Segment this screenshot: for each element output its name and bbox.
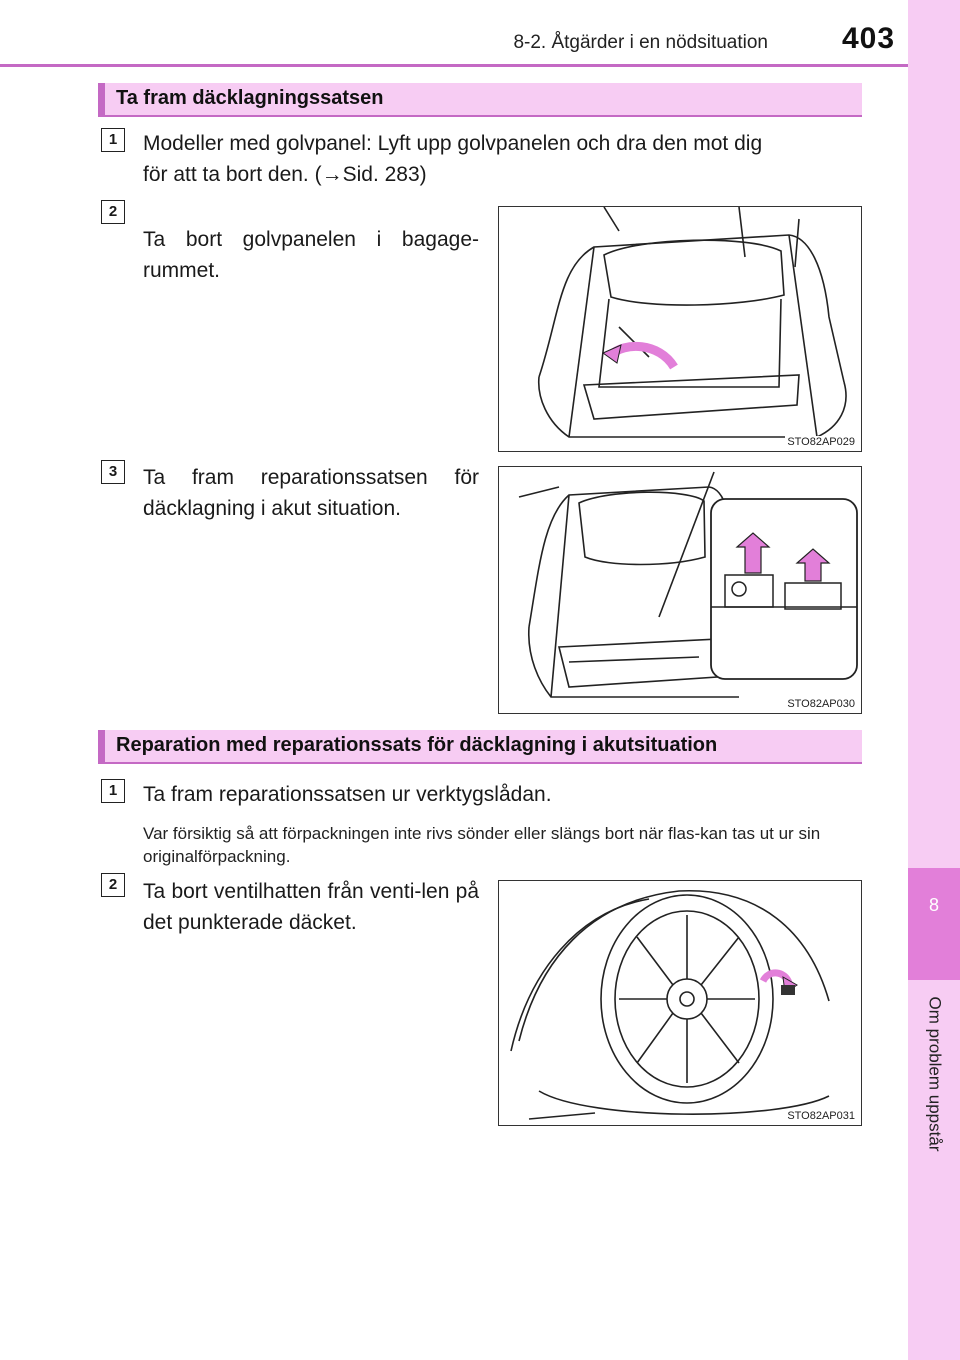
step-text-line: Modeller med golvpanel: Lyft upp golvpan… (143, 132, 763, 155)
page-number: 403 (842, 22, 896, 55)
chapter-number: 8 (928, 895, 939, 915)
step-number: 3 (101, 460, 125, 484)
header-divider (0, 64, 908, 67)
chapter-label: Om problem uppstår (925, 996, 945, 1152)
wheel-illustration (510, 890, 830, 1120)
trunk-floor-illustration (537, 207, 847, 438)
section-header-take-out-kit: Ta fram däcklagningssatsen (98, 83, 862, 117)
step-text: Ta fram reparationssatsen för däcklagnin… (143, 466, 479, 520)
step-text: Modeller med golvpanel: Lyft upp golvpan… (143, 128, 861, 190)
step-number: 1 (101, 128, 125, 152)
step-text: Ta bort ventilhatten från venti-len på d… (143, 880, 479, 934)
chapter-side-tab (908, 0, 960, 1360)
step-text: Ta fram reparationssatsen ur verktygslåd… (143, 783, 552, 806)
step-number: 2 (101, 200, 125, 224)
step-note: Var försiktig så att förpackningen inte … (143, 824, 821, 866)
step-number: 1 (101, 779, 125, 803)
step-number: 2 (101, 873, 125, 897)
chapter-number-tab (908, 868, 960, 980)
figure-code: STO82AP029 (785, 436, 857, 448)
figure-code: STO82AP030 (785, 698, 857, 710)
section-title: Ta fram däcklagningssatsen (116, 87, 384, 109)
figure-remove-valve-cap: STO82AP031 (498, 880, 862, 1126)
step-text: Ta bort golvpanelen i bagage-rummet. (143, 228, 479, 282)
chapter-title: 8-2. Åtgärder i en nödsituation (513, 32, 768, 53)
figure-code: STO82AP031 (785, 1110, 857, 1122)
figure-trunk-floor-panel: STO82AP029 (498, 206, 862, 452)
step-text-line: för att ta bort den. (→Sid. 283) (143, 163, 427, 186)
figure-repair-kit-location: STO82AP030 (498, 466, 862, 714)
section-title: Reparation med reparationssats för däckl… (116, 734, 718, 756)
section-header-repair-with-kit: Reparation med reparationssats för däckl… (98, 730, 862, 764)
chapter-label-wrap: Om problem uppstår (908, 958, 960, 1190)
repair-kit-illustration (518, 471, 858, 698)
